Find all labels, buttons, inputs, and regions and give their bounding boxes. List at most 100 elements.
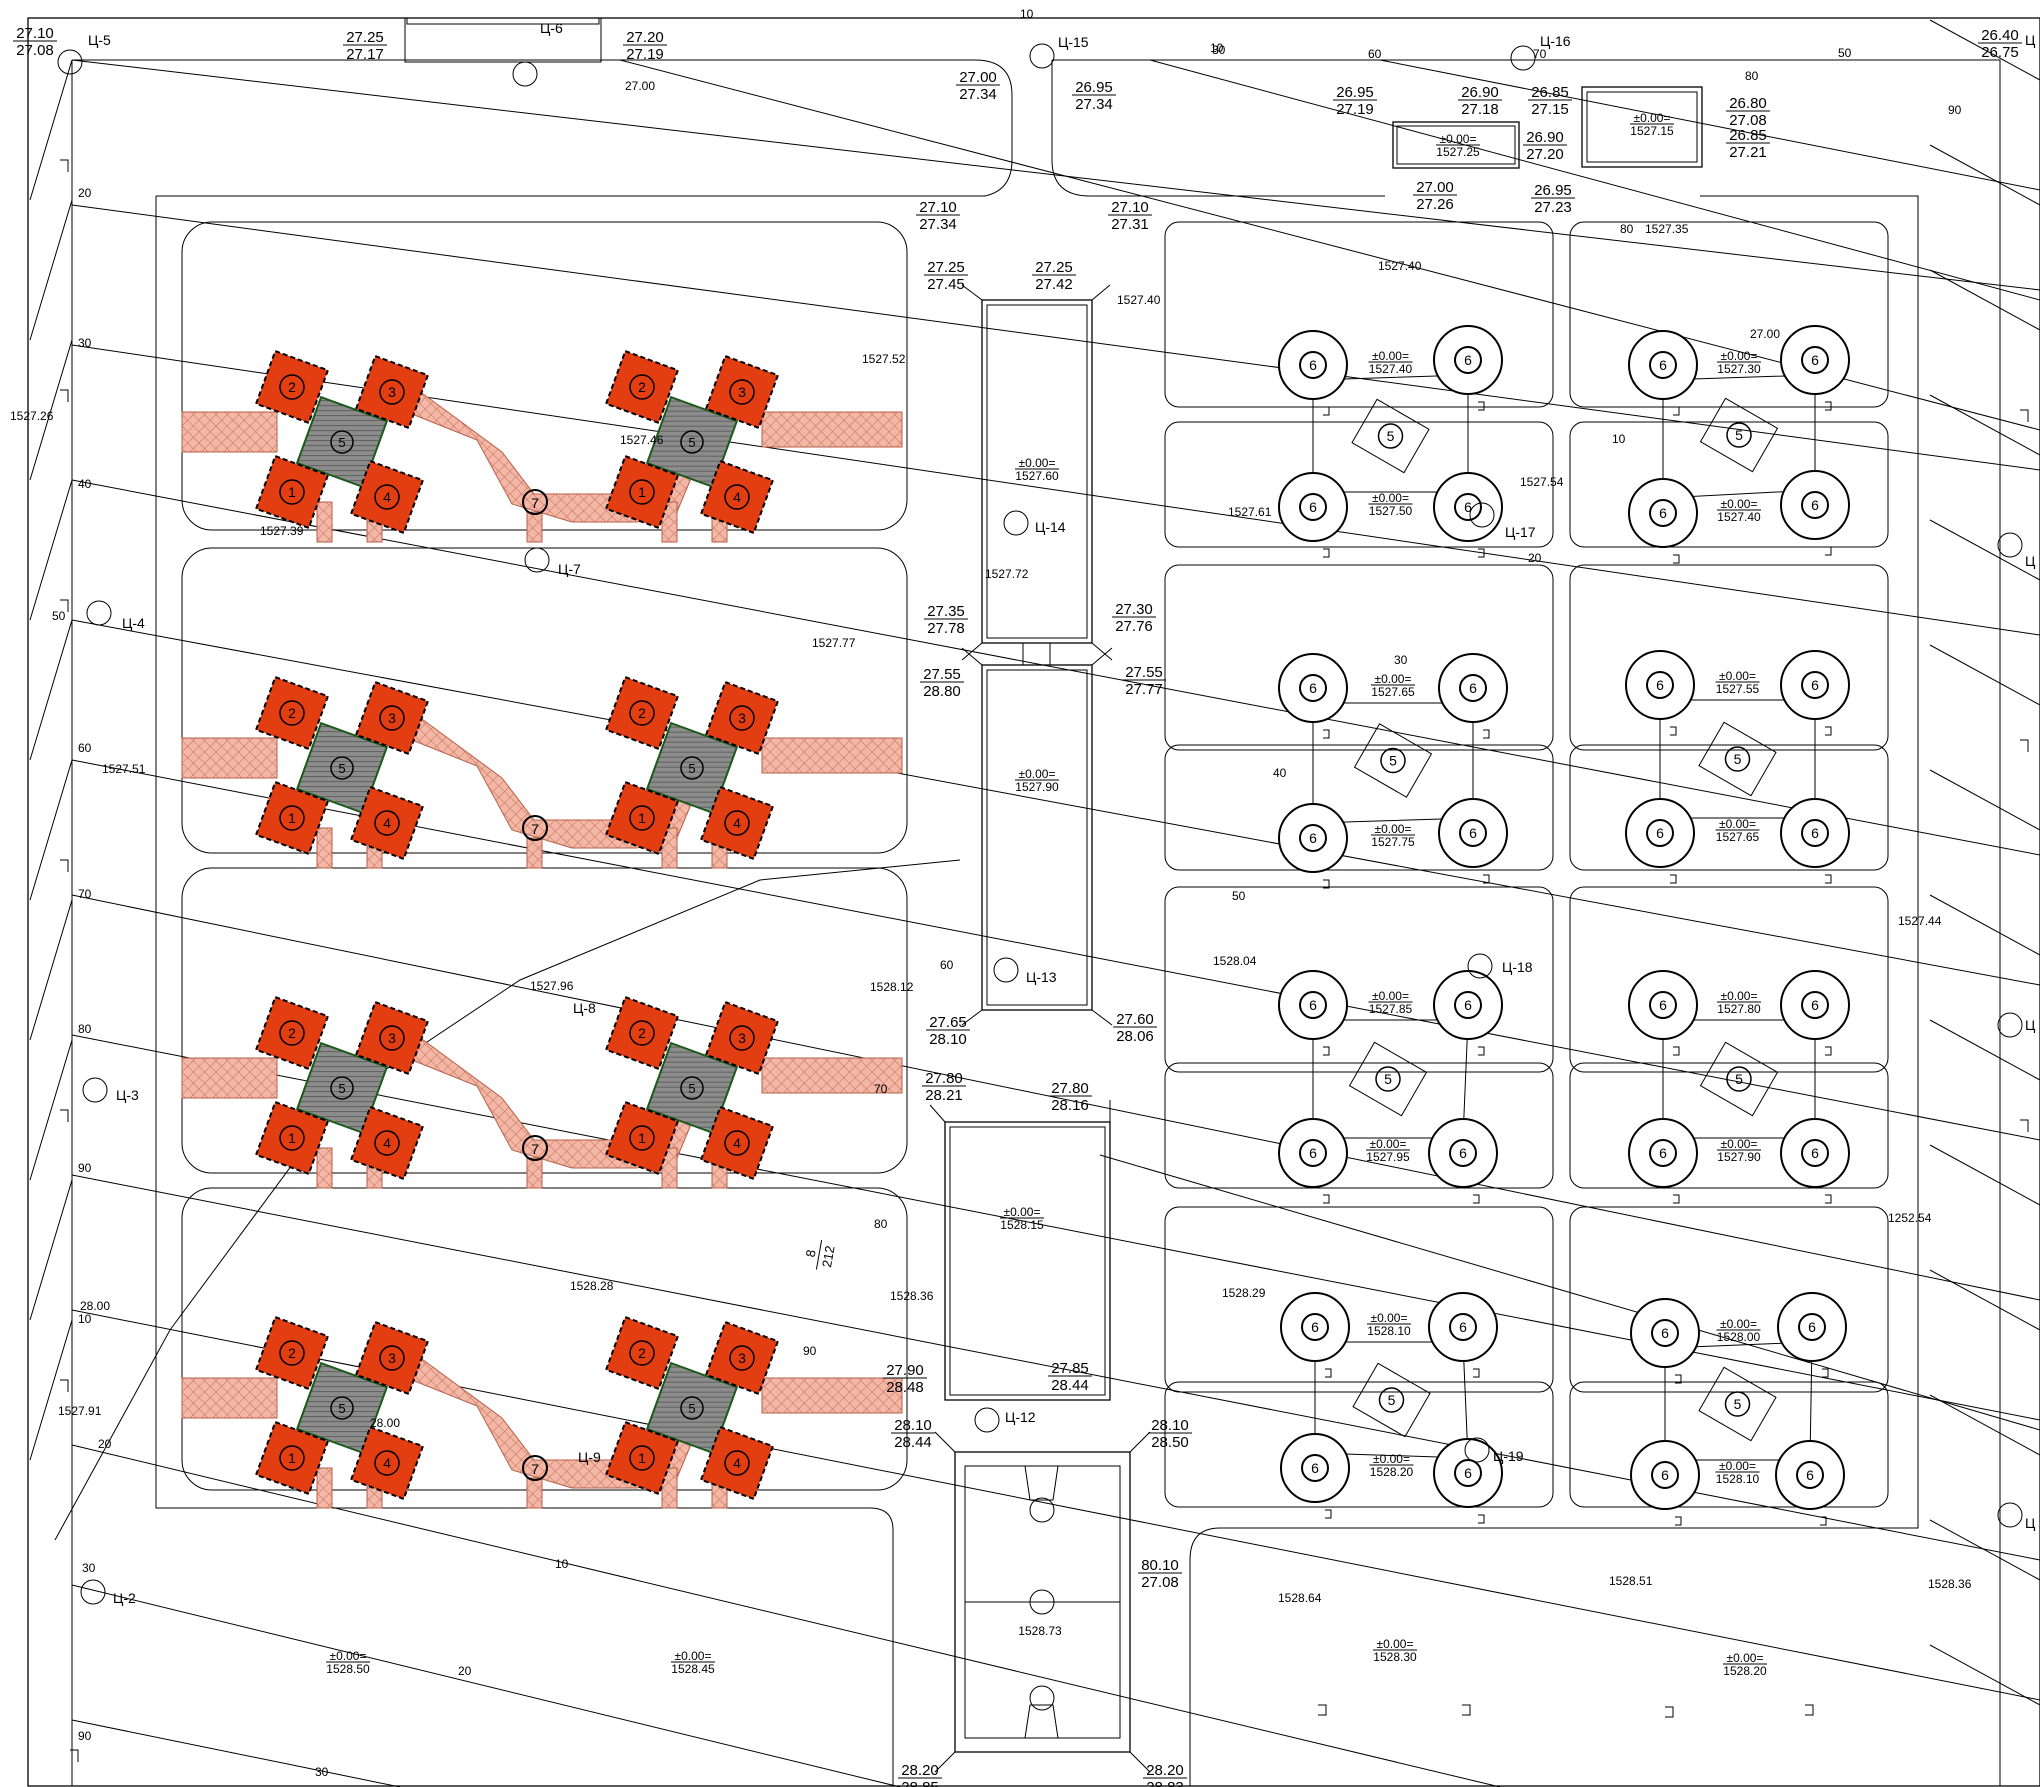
tank-number: 6 (1469, 680, 1477, 696)
elevation-bottom: 27.15 (1531, 101, 1569, 118)
tank-number: 6 (1811, 997, 1819, 1013)
pad-marker (629, 1125, 655, 1151)
contour-line (29, 1039, 73, 1181)
tank-tag (1670, 874, 1677, 884)
spot-level: 1527.52 (862, 352, 906, 366)
tank-cell (1164, 421, 1554, 548)
elevation-bottom: 27.17 (346, 46, 384, 63)
pad-number: 2 (638, 1025, 646, 1041)
tag-mark (1462, 1704, 1471, 1716)
tank (1780, 325, 1850, 395)
zero-label: ±0.00= (1372, 349, 1409, 363)
edge-tag (2020, 739, 2029, 752)
contour-label: 80 (1745, 69, 1759, 83)
contour-line (71, 1034, 2040, 1421)
contour-label: 80 (78, 1022, 92, 1036)
pad-marker (629, 479, 655, 505)
zero-value: 1527.90 (1015, 780, 1059, 794)
tank (1278, 970, 1348, 1040)
building-top-left (404, 17, 602, 63)
access-path (526, 1477, 543, 1509)
zero-label: ±0.00= (1719, 817, 1756, 831)
bench-number: 5 (338, 1401, 345, 1416)
spot-level: 1527.44 (1898, 914, 1942, 928)
contour-line (1929, 1019, 2040, 1081)
pad-square (699, 785, 775, 861)
tank-number: 6 (1459, 1145, 1467, 1161)
tank (1278, 472, 1348, 542)
contour-label: 30 (1212, 43, 1226, 57)
junction-marker (522, 489, 548, 515)
pump-marker (1724, 746, 1751, 772)
tank-number: 6 (1659, 505, 1667, 521)
elevation-bottom: 28.44 (1051, 1377, 1089, 1394)
tank-marker (1301, 1313, 1329, 1341)
zero-value: 1527.30 (1717, 362, 1761, 376)
contour-line (1929, 394, 2040, 456)
tank-marker (1646, 671, 1674, 699)
tank-tag (1825, 874, 1832, 884)
equipment-bench (295, 1361, 389, 1455)
tank-marker (1801, 671, 1829, 699)
bottom-level-marks: ±0.00=1528.50±0.00=1528.45±0.00=1528.30±… (60, 159, 2029, 1762)
zero-level-mark: ±0.00=1527.80 (1717, 989, 1761, 1016)
well (1029, 43, 1055, 69)
edge-tag (60, 1109, 69, 1122)
pad-square (604, 1420, 680, 1496)
contour-label: 90 (78, 1161, 92, 1175)
elevation-bottom: 27.76 (1115, 618, 1153, 635)
tank-number: 6 (1309, 357, 1317, 373)
elevation-top: 27.90 (886, 1362, 924, 1379)
zero-level-mark: ±0.00=1528.20 (1369, 1452, 1414, 1479)
pad-number: 2 (638, 705, 646, 721)
elevation-top: 26.85 (1729, 127, 1767, 144)
tank-number: 6 (1811, 497, 1819, 513)
tank (1428, 1118, 1498, 1188)
pad-number: 1 (638, 1130, 646, 1146)
well (1997, 1012, 2023, 1038)
tank-number: 6 (1464, 499, 1472, 515)
tank-tag (1325, 1368, 1332, 1378)
zero-value: 1528.20 (1370, 1465, 1414, 1479)
well-label: Ц-15 (1058, 34, 1089, 50)
building-b (961, 647, 1113, 1026)
elevation-bottom: 27.45 (927, 276, 965, 293)
well (993, 957, 1019, 983)
access-path (181, 737, 278, 779)
tank-number: 6 (1659, 997, 1667, 1013)
elevation-top: 28.10 (894, 1417, 932, 1434)
junction-number: 7 (531, 821, 539, 837)
tank-tag (1673, 1194, 1680, 1204)
elevation-bottom: 27.08 (1141, 1574, 1179, 1591)
well (57, 49, 83, 75)
zero-label: ±0.00= (1721, 1137, 1758, 1151)
junction-number: 7 (531, 495, 539, 511)
zero-label: ±0.00= (1377, 1637, 1414, 1651)
tank-marker (1796, 1461, 1824, 1489)
zero-value: 1527.40 (1717, 510, 1761, 524)
edge-tag (2020, 409, 2029, 422)
zero-label: ±0.00= (1373, 1452, 1410, 1466)
tank-marker (1299, 1139, 1327, 1167)
pad-number: 3 (738, 710, 746, 726)
tank-marker (1449, 1313, 1477, 1341)
contour-label: 40 (1273, 766, 1287, 780)
pump-box (1698, 721, 1777, 797)
access-path (526, 1157, 543, 1189)
bench-number: 5 (338, 435, 345, 450)
edge-tag (60, 389, 69, 402)
access-path (316, 1147, 333, 1189)
tank-marker (1801, 346, 1829, 374)
spot-level: 1527.96 (530, 979, 574, 993)
elevation-bottom: 27.31 (1111, 216, 1149, 233)
zero-label: ±0.00= (330, 1649, 367, 1663)
pump-box (1699, 1041, 1779, 1117)
